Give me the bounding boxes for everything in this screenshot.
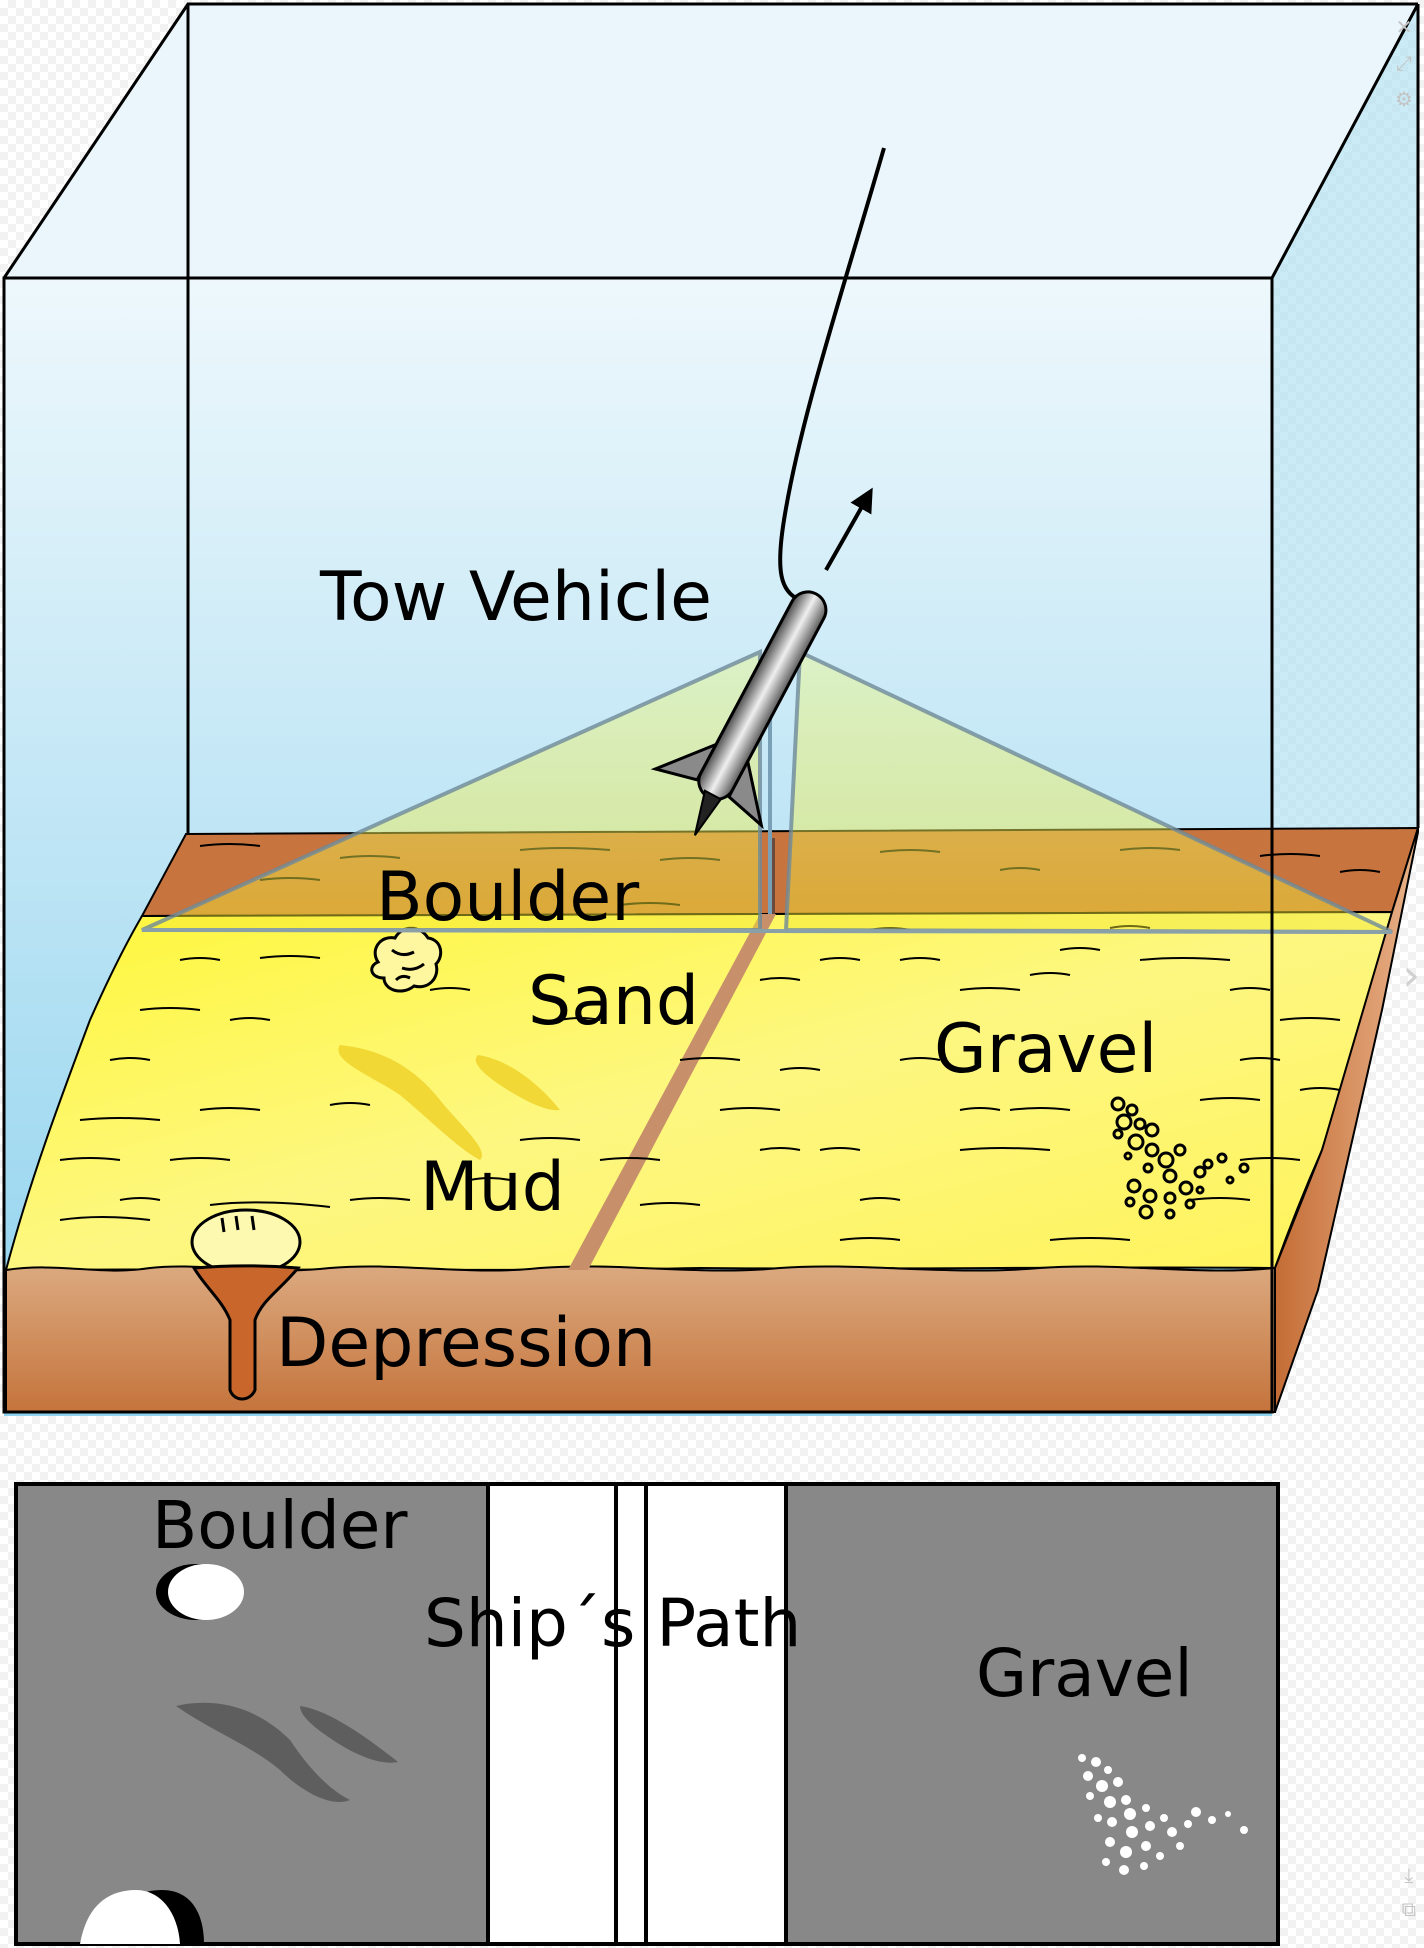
share-icon[interactable]: ⧉ [1401,1897,1416,1921]
sonar-gravel-returns [1078,1754,1248,1875]
tow-vehicle-fins [650,741,720,782]
sand-ripples [59,947,1341,1241]
gravel-object [1110,1096,1250,1220]
label-mud: Mud [420,1148,565,1227]
sonar-depression-return [80,1890,180,1944]
download-icon[interactable]: ⤓ [1404,1863,1414,1887]
viewer-bottom-toolbar: ⤓ ⧉ [1402,1862,1416,1922]
gear-icon[interactable]: ⚙ [1395,87,1413,111]
depression-object [190,1208,302,1401]
mud-patch-small [475,1055,560,1111]
boulder-object [370,926,443,993]
sonar-nadir-strip [488,1484,786,1944]
seabed-front-face [5,1265,1276,1413]
viewer-toolbar: ✕ ⤢ ⚙ [1390,14,1418,112]
heading-arrow [824,487,873,571]
tank-edges [2,2,1420,1414]
sonar-beams [141,648,1393,934]
label-tow-vehicle: Tow Vehicle [319,558,712,637]
label-sand: Sand [528,962,699,1041]
sonar-mud-shadow-small [300,1706,398,1763]
sonar-label-boulder: Boulder [152,1487,408,1564]
expand-icon[interactable]: ⤢ [1396,51,1412,75]
close-icon[interactable]: ✕ [1395,15,1413,39]
sonar-right-swath [786,1484,1278,1944]
label-gravel: Gravel [934,1010,1157,1089]
chevron-right-icon[interactable]: › [1402,950,1420,1001]
tow-cable [778,147,886,602]
sonar-mud-shadow-large [176,1702,350,1802]
tow-vehicle [650,147,886,836]
ships-path-groove [568,914,776,1270]
sonar-boulder-return [168,1564,244,1620]
sonar-label-ships-path: Ship´s Path [424,1585,801,1662]
label-boulder: Boulder [376,858,639,937]
sonar-image-panel: Boulder Ship´s Path Gravel [14,1482,1280,1946]
sonar-label-gravel: Gravel [976,1635,1193,1712]
mud-patch-large [338,1045,482,1160]
seabed-right-face [1274,827,1419,1413]
water-back-top [4,4,1418,278]
beam-far-edge [141,928,1393,934]
label-depression: Depression [276,1304,656,1383]
sonar-panel-border [14,1482,1280,1946]
seabed [4,826,1420,1413]
